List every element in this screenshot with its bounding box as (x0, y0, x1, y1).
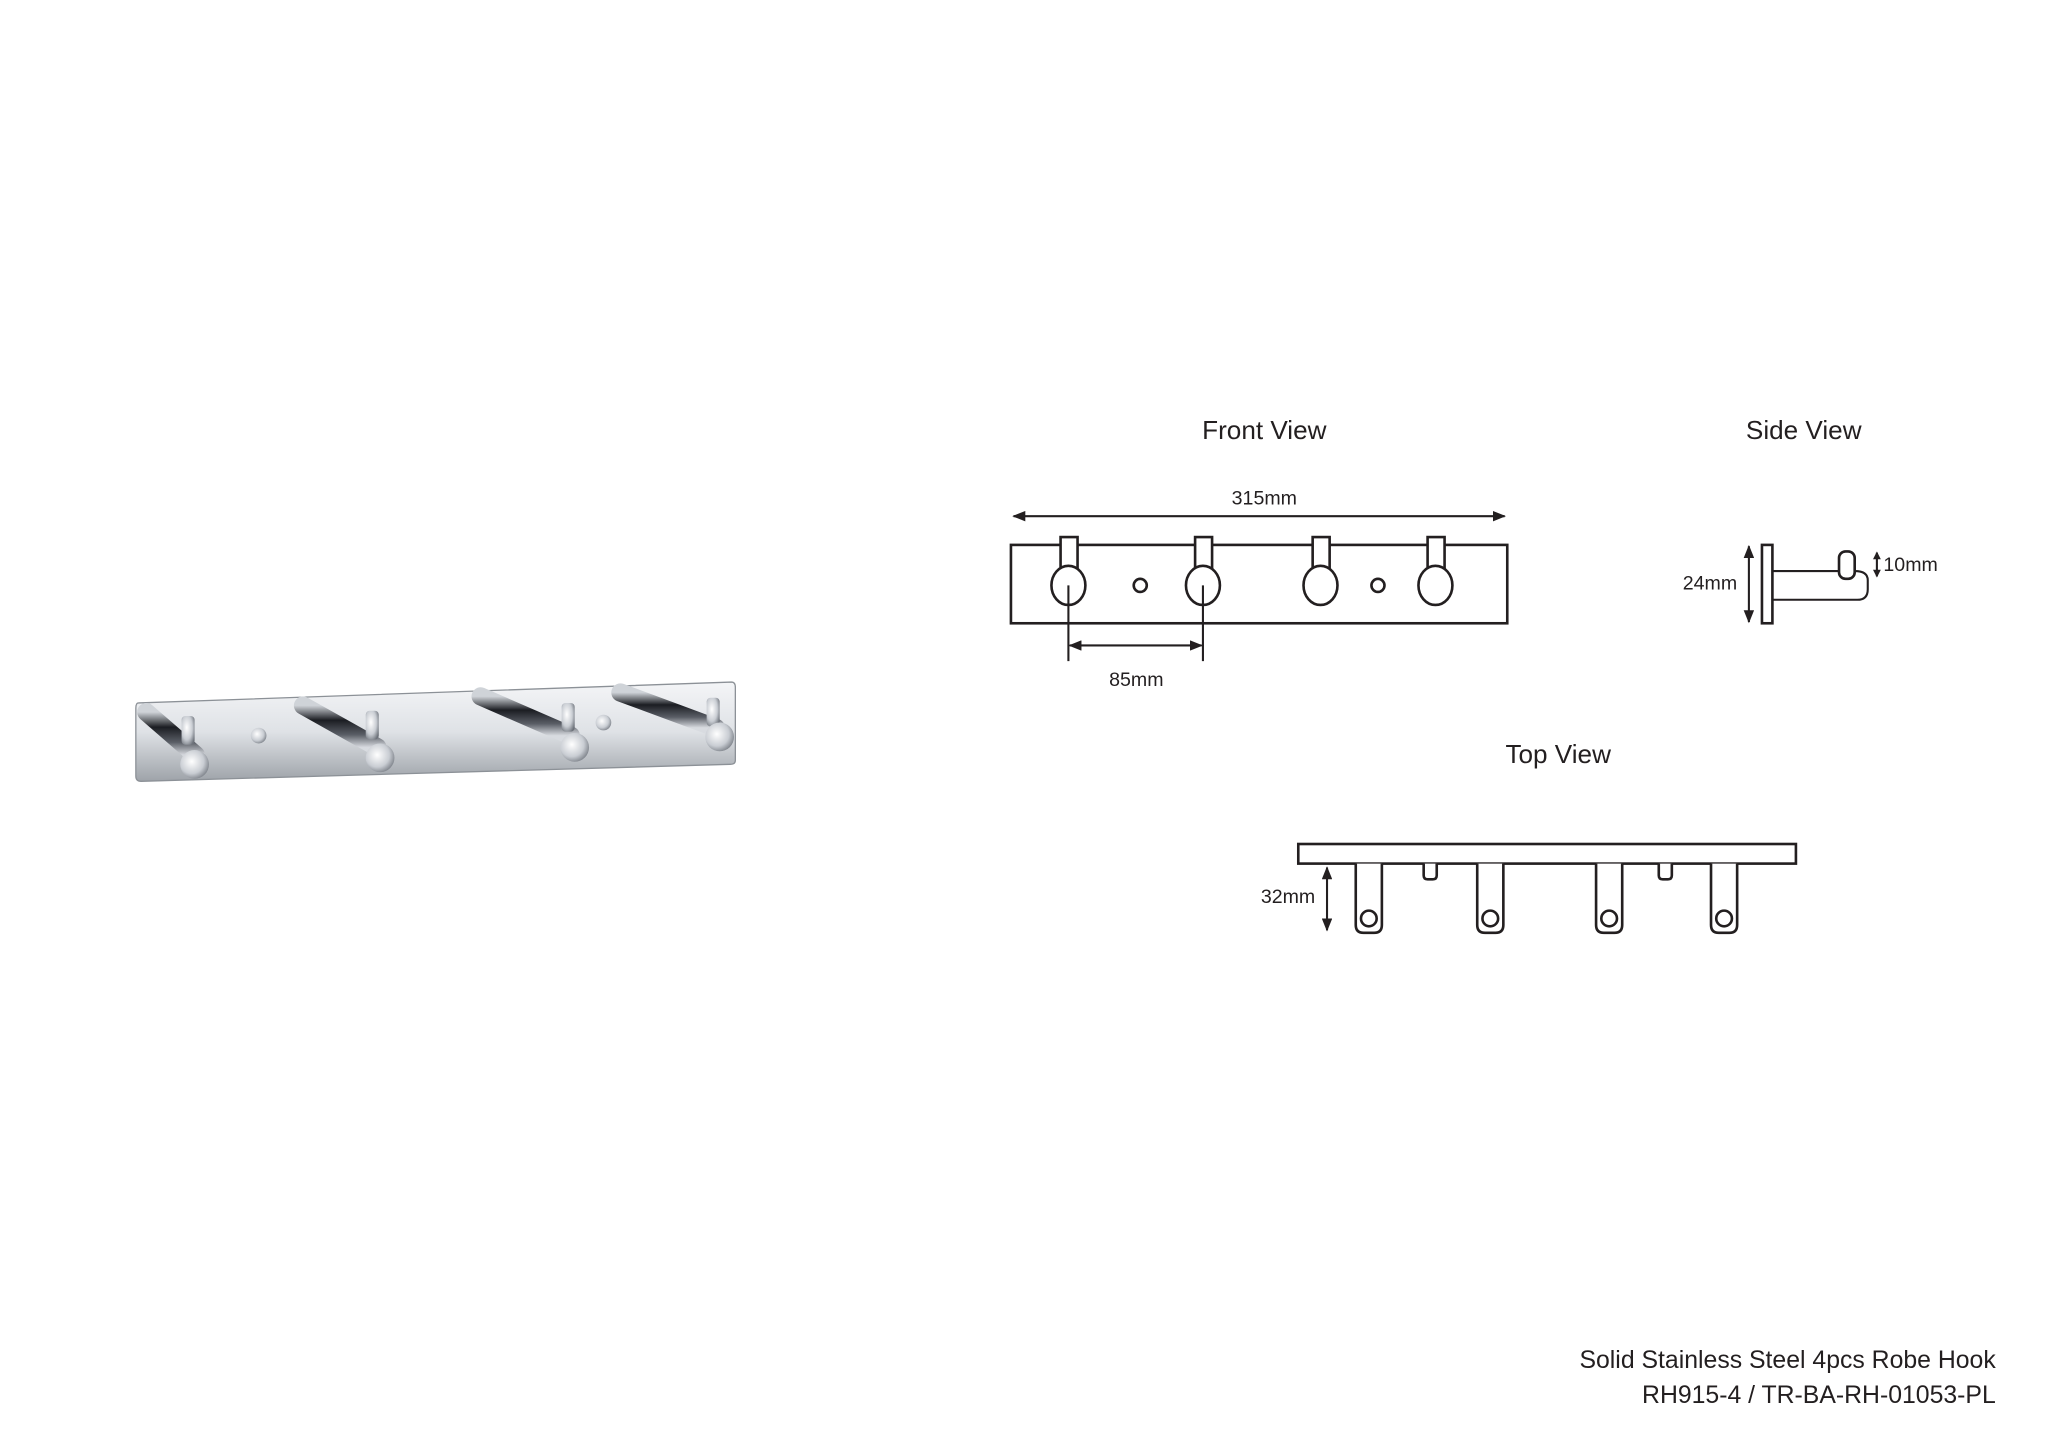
front-view-title: Front View (1202, 415, 1326, 445)
screw-cap-photo (595, 714, 612, 731)
top-view-title: Top View (1505, 739, 1611, 769)
screw-hole (1132, 577, 1149, 594)
side-view-title: Side View (1746, 415, 1862, 445)
screw-hole (1370, 577, 1386, 594)
side-hook-tip (1837, 550, 1856, 581)
side-hook-arm (1772, 569, 1869, 601)
height-dimension-label: 24mm (1683, 572, 1737, 594)
hook-photo-2 (293, 696, 395, 773)
product-code: RH915-4 / TR-BA-RH-01053-PL (1642, 1382, 1996, 1409)
hook-photo-1 (137, 702, 209, 779)
front-view-drawing: Front View 315mm 85mm (1009, 415, 1509, 691)
depth-dimension-label: 32mm (1261, 886, 1315, 908)
product-photo (135, 681, 736, 782)
side-view-drawing: Side View 24mm 10mm (1683, 415, 1938, 625)
hook-dimension-label: 10mm (1883, 554, 1937, 576)
top-view-drawing: Top View 32mm (1261, 739, 1798, 935)
hook-photo-3 (471, 687, 590, 762)
spacing-dimension-label: 85mm (1109, 669, 1163, 691)
top-backplate (1296, 842, 1798, 865)
screw-cap-photo (250, 727, 267, 744)
hook-photo-4 (611, 683, 735, 752)
top-hooks (1354, 863, 1739, 935)
front-hooks (1050, 535, 1454, 607)
product-name: Solid Stainless Steel 4pcs Robe Hook (1579, 1347, 1996, 1374)
side-backplate (1760, 543, 1774, 625)
width-dimension-label: 315mm (1232, 487, 1297, 509)
